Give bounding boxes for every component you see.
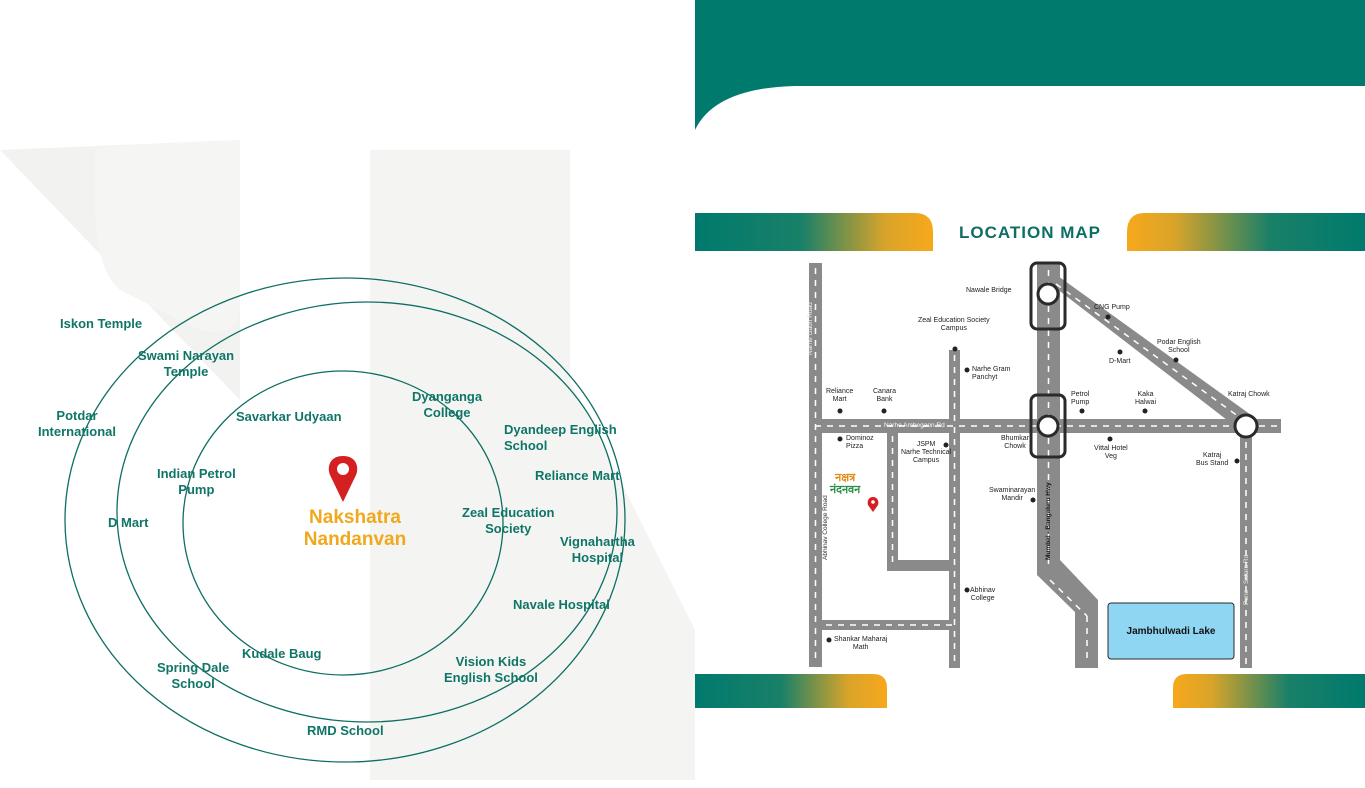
outer-ring (64, 277, 626, 763)
poi-d-mart: D-Mart (1109, 358, 1131, 365)
poi-kaka-halwai: Kaka Halwai (1135, 391, 1157, 406)
bottom-band-right (1173, 674, 1365, 708)
rings-graphic (0, 140, 695, 780)
middle-ring-label: Dyandeep English School (504, 422, 617, 453)
poi-bhumkar-chowk: Bhumkar Chowk (1001, 435, 1030, 450)
inner-ring-label: Savarkar Udyaan (236, 409, 342, 424)
road-label-pune-satara: Pune - Satara Rd (1243, 554, 1250, 605)
project-name-line2: Nandanvan (303, 529, 407, 550)
inner-ring-label: Dyanganga College (412, 389, 483, 420)
location-map-graphic (695, 0, 1365, 708)
poi-abhinav-college: Abhinav College (970, 587, 996, 602)
outer-ring-label: Potdar International (38, 408, 117, 439)
poi-shankar-maharaj: Shankar Maharaj Math (834, 636, 888, 651)
watermark-shape-mid (95, 140, 240, 332)
poi-nawale-bridge: Nawale Bridge (966, 287, 1012, 294)
inner-ring-label: Zeal Education Society (462, 505, 555, 536)
project-name: Nakshatra Nandanvan (270, 507, 440, 551)
outer-ring-label: Iskon Temple (60, 316, 143, 331)
outer-ring-label: RMD School (307, 723, 384, 738)
inner-ring (182, 370, 504, 676)
project-logo-bottom: नंदनवन (830, 484, 861, 496)
poi-dominoz-pizza: Dominoz Pizza (846, 435, 874, 450)
middle-ring-label: Spring Dale School (157, 660, 230, 691)
poi-swaminarayan-mandir: Swaminarayan Mandir (989, 487, 1036, 502)
location-pin-icon (328, 456, 358, 502)
middle-ring-label: Reliance Mart (535, 468, 620, 483)
project-logo-top: नक्षत्र (835, 472, 856, 484)
poi-narhe-gram: Narhe Gram Panchyt (972, 366, 1011, 381)
poi-cng-pump: CNG Pump (1094, 304, 1130, 311)
middle-ring-label: Vision Kids English School (444, 654, 538, 685)
poi-katraj-chowk: Katraj Chowk (1228, 391, 1270, 398)
poi-katraj-bus-stand: Katraj Bus Stand (1196, 452, 1229, 467)
middle-ring (116, 301, 618, 723)
road-label-abhinav-college: Abhinav College Road (822, 495, 829, 560)
connectivity-rings-panel: Nakshatra Nandanvan Savarkar Udyaan Dyan… (0, 140, 695, 780)
project-name-line1: Nakshatra (309, 507, 401, 528)
road-label-narhe-ambegaon: Narhe Ambegaon Rd (884, 422, 945, 429)
bottom-band-left (695, 674, 887, 708)
title-band-right (1127, 213, 1365, 251)
header-band (695, 0, 1365, 130)
middle-ring-label: D Mart (108, 515, 149, 530)
poi-canara-bank: Canara Bank (873, 388, 896, 403)
poi-jspm: JSPM Narhe Technical Campus (901, 441, 952, 464)
middle-ring-label: Vignahartha Hospital (560, 534, 635, 565)
inner-ring-label: Kudale Baug (242, 646, 322, 661)
poi-petrol-pump: Petrol Pump (1071, 391, 1090, 406)
middle-ring-label: Swami Narayan Temple (138, 348, 235, 379)
road-label-narhe-gaon: Narhe Gaon Road (807, 302, 814, 355)
poi-podar-school: Podar English School (1157, 339, 1201, 354)
poi-vittal-hotel: Vittal Hotel Veg (1094, 445, 1128, 460)
inner-ring-label: Indian Petrol Pump (157, 466, 236, 497)
poi-zeal-campus: Zeal Education Society Campus (918, 317, 990, 332)
title-band-left (695, 213, 933, 251)
project-logo: नक्षत्र नंदनवन (830, 472, 860, 496)
middle-ring-label: Navale Hospital (513, 597, 610, 612)
road-label-mumbai-bangaluru: Mumbai - Bangaluru Hwy (1045, 482, 1052, 560)
poi-reliance-mart: Reliance Mart (826, 388, 854, 403)
map-title: LOCATION MAP (958, 223, 1101, 242)
lake-label: Jambhulwadi Lake (1126, 625, 1216, 637)
watermark-shape-right (370, 150, 695, 780)
